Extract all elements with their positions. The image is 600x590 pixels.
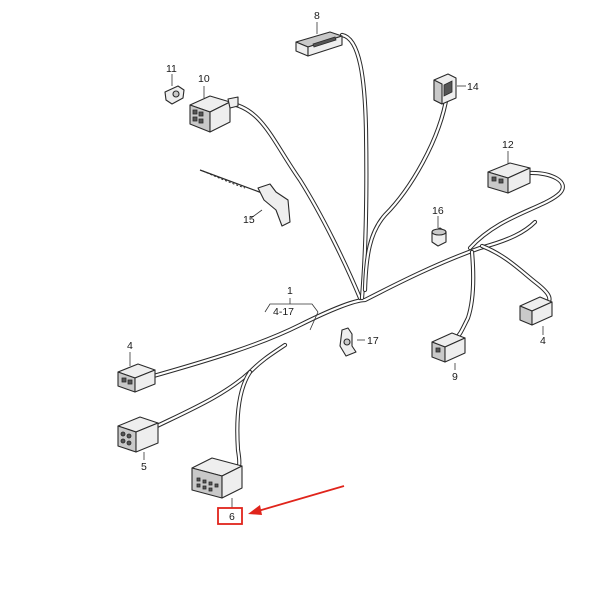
label-4-right: 4 xyxy=(540,335,546,347)
cable-tie-15 xyxy=(199,169,291,227)
connector-14 xyxy=(433,73,457,105)
label-4-17: 4-17 xyxy=(273,306,294,318)
label-15: 15 xyxy=(243,214,255,226)
label-4-left: 4 xyxy=(127,340,133,352)
highlight-arrow-head xyxy=(248,505,262,515)
highlight-box xyxy=(217,507,243,525)
connector-4-right xyxy=(519,296,553,326)
label-5: 5 xyxy=(141,461,147,473)
label-14: 14 xyxy=(467,81,479,93)
grommet-16 xyxy=(431,227,447,247)
clip-11 xyxy=(164,74,185,105)
connector-10 xyxy=(189,95,239,133)
label-11: 11 xyxy=(166,63,177,75)
label-12: 12 xyxy=(502,139,514,151)
label-6: 6 xyxy=(229,511,235,523)
label-10: 10 xyxy=(198,73,210,85)
connector-6 xyxy=(191,457,243,499)
connector-4-left xyxy=(117,363,156,393)
label-16: 16 xyxy=(432,205,444,217)
label-9: 9 xyxy=(452,371,458,383)
label-8: 8 xyxy=(314,10,320,22)
leader-lines xyxy=(129,22,544,508)
highlight-callout xyxy=(217,485,345,525)
connector-8 xyxy=(295,31,343,57)
connector-5 xyxy=(117,416,159,453)
label-17: 17 xyxy=(367,335,379,347)
label-1: 1 xyxy=(287,285,293,297)
holder-17 xyxy=(339,327,357,357)
connector-12 xyxy=(487,162,531,194)
highlight-arrow-shaft xyxy=(257,485,345,512)
harness-wires xyxy=(147,32,565,475)
connector-9 xyxy=(431,332,466,363)
